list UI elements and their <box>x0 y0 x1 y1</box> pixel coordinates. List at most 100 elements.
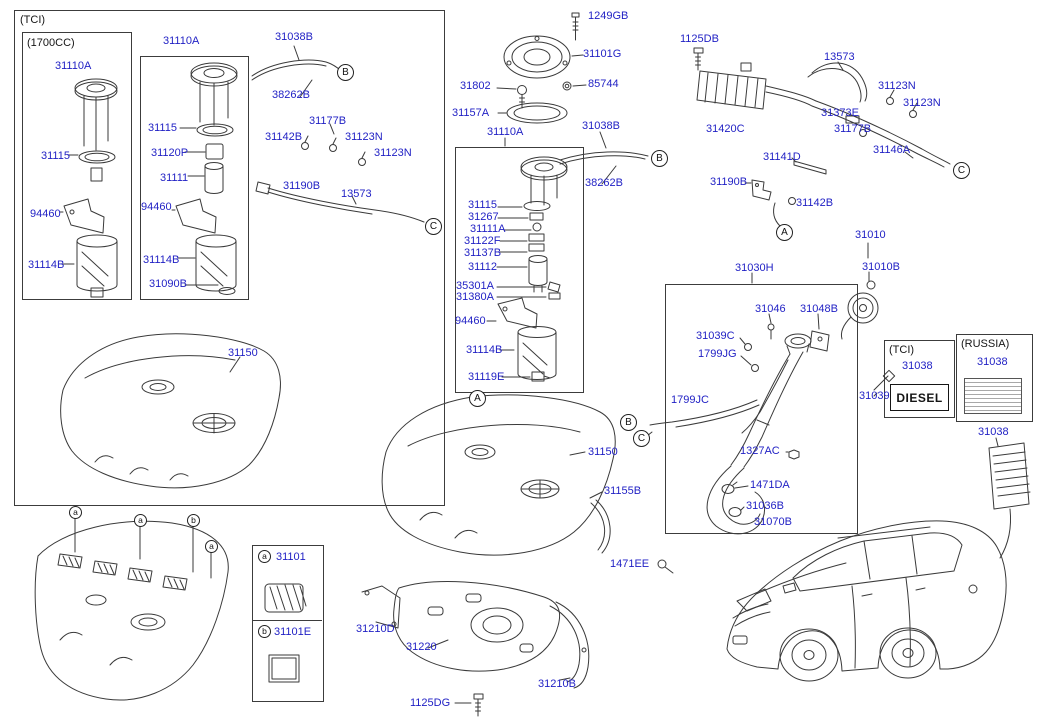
part-label-31036B[interactable]: 31036B <box>746 500 784 512</box>
part-label-31030H[interactable]: 31030H <box>735 262 774 274</box>
part-label-31110A[interactable]: 31110A <box>55 60 92 72</box>
part-label-31115[interactable]: 31115 <box>468 199 497 211</box>
part-label-31114B[interactable]: 31114B <box>466 344 503 356</box>
part-label-31115[interactable]: 31115 <box>148 122 177 134</box>
tci-group-box <box>14 10 445 506</box>
part-label-31150[interactable]: 31150 <box>228 347 258 359</box>
part-label-31123N[interactable]: 31123N <box>345 131 383 143</box>
part-label-31157A[interactable]: 31157A <box>452 107 490 119</box>
callout-b: B <box>651 150 668 167</box>
part-label-31210D[interactable]: 31210D <box>356 623 395 635</box>
part-label-31038[interactable]: 31038 <box>902 360 933 372</box>
part-label-31155B[interactable]: 31155B <box>604 485 642 497</box>
canister-and-pipes-art <box>693 47 951 227</box>
part-label-31119E[interactable]: 31119E <box>468 371 505 383</box>
part-label-31090B[interactable]: 31090B <box>149 278 187 290</box>
part-label-31177B[interactable]: 31177B <box>834 123 872 135</box>
part-label-31380A[interactable]: 31380A <box>456 291 494 303</box>
callout-c: C <box>953 162 970 179</box>
group-title-1700cc: (1700CC) <box>27 37 75 49</box>
part-label-1471DA[interactable]: 1471DA <box>750 479 790 491</box>
marker-b: b <box>187 514 200 527</box>
fuel-pump-1700cc-art <box>59 78 118 298</box>
part-label-31111A[interactable]: 31111A <box>470 223 506 235</box>
part-label-31373E[interactable]: 31373E <box>821 107 859 119</box>
marker-a: a <box>205 540 218 553</box>
part-label-31150[interactable]: 31150 <box>588 446 618 458</box>
part-label-31039C[interactable]: 31039C <box>696 330 735 342</box>
left-fuel-tank-art <box>60 333 281 489</box>
legend-marker-b: b <box>258 625 271 638</box>
part-label-31112[interactable]: 31112 <box>468 261 497 273</box>
part-label-31420C[interactable]: 31420C <box>706 123 745 135</box>
part-label-31210B[interactable]: 31210B <box>538 678 576 690</box>
part-label-38262B[interactable]: 38262B <box>585 177 623 189</box>
legend-divider <box>252 620 322 621</box>
part-label-1799JG[interactable]: 1799JG <box>698 348 737 360</box>
marker-a: a <box>134 514 147 527</box>
legend-icons-art <box>264 583 307 683</box>
part-label-94460[interactable]: 94460 <box>455 315 486 327</box>
part-label-1327AC[interactable]: 1327AC <box>740 445 780 457</box>
part-label-31123N[interactable]: 31123N <box>903 97 941 109</box>
group-title-tci-small: (TCI) <box>889 344 915 356</box>
part-label-1125DG[interactable]: 1125DG <box>410 697 451 709</box>
part-label-31120P[interactable]: 31120P <box>151 147 189 159</box>
part-label-31010B[interactable]: 31010B <box>862 261 900 273</box>
part-label-31190B[interactable]: 31190B <box>710 176 748 188</box>
part-label-31038B[interactable]: 31038B <box>582 120 620 132</box>
part-label-85744[interactable]: 85744 <box>588 78 619 90</box>
part-label-31114B[interactable]: 31114B <box>28 259 65 271</box>
bottom-left-tank-art <box>34 518 229 701</box>
part-label-31137B[interactable]: 31137B <box>464 247 502 259</box>
skid-plate-art <box>361 581 590 717</box>
part-label-31146A[interactable]: 31146A <box>873 144 911 156</box>
part-label-31141D[interactable]: 31141D <box>763 151 801 163</box>
russia-fuel-sticker <box>964 378 1022 414</box>
part-label-1471EE[interactable]: 1471EE <box>610 558 650 570</box>
part-label-94460[interactable]: 94460 <box>30 208 61 220</box>
part-label-31123N[interactable]: 31123N <box>878 80 916 92</box>
part-label-31114B[interactable]: 31114B <box>143 254 180 266</box>
filler-neck-art <box>646 272 896 535</box>
part-label-31110A[interactable]: 31110A <box>487 126 524 138</box>
part-label-31267[interactable]: 31267 <box>468 211 499 223</box>
part-label-31177B[interactable]: 31177B <box>309 115 347 127</box>
vehicle-art <box>726 520 1007 682</box>
part-label-35301A[interactable]: 35301A <box>456 280 494 292</box>
part-label-31115[interactable]: 31115 <box>41 150 70 162</box>
part-label-31802[interactable]: 31802 <box>460 80 491 92</box>
part-label-13573[interactable]: 13573 <box>341 188 372 200</box>
part-label-31038B[interactable]: 31038B <box>275 31 313 43</box>
part-label-31111[interactable]: 31111 <box>160 172 189 184</box>
part-label-1249GB[interactable]: 1249GB <box>588 10 629 22</box>
part-label-31101[interactable]: 31101 <box>276 551 306 563</box>
part-label-31190B[interactable]: 31190B <box>283 180 321 192</box>
part-label-31046[interactable]: 31046 <box>755 303 786 315</box>
part-label-31038[interactable]: 31038 <box>978 426 1009 438</box>
part-label-31101G[interactable]: 31101G <box>583 48 622 60</box>
part-label-38262B[interactable]: 38262B <box>272 89 310 101</box>
part-label-31142B[interactable]: 31142B <box>265 131 303 143</box>
part-label-13573[interactable]: 13573 <box>824 51 855 63</box>
part-label-31142B[interactable]: 31142B <box>796 197 834 209</box>
part-label-31110A[interactable]: 31110A <box>163 35 200 47</box>
part-label-31101E[interactable]: 31101E <box>274 626 312 638</box>
part-label-1125DB[interactable]: 1125DB <box>680 33 719 45</box>
part-label-31070B[interactable]: 31070B <box>754 516 792 528</box>
part-label-31122F[interactable]: 31122F <box>464 235 501 247</box>
part-label-1799JC[interactable]: 1799JC <box>671 394 709 406</box>
part-label-94460[interactable]: 94460 <box>141 201 172 213</box>
warning-sticker-art <box>988 437 1031 559</box>
part-label-31039[interactable]: 31039 <box>859 390 890 402</box>
part-label-31048B[interactable]: 31048B <box>800 303 838 315</box>
part-label-31123N[interactable]: 31123N <box>374 147 412 159</box>
callout-c: C <box>633 430 650 447</box>
part-label-31010[interactable]: 31010 <box>855 229 886 241</box>
legend-marker-a: a <box>258 550 271 563</box>
part-label-31220[interactable]: 31220 <box>406 641 437 653</box>
part-label-31038[interactable]: 31038 <box>977 356 1008 368</box>
callout-c: C <box>425 218 442 235</box>
callout-a: A <box>776 224 793 241</box>
